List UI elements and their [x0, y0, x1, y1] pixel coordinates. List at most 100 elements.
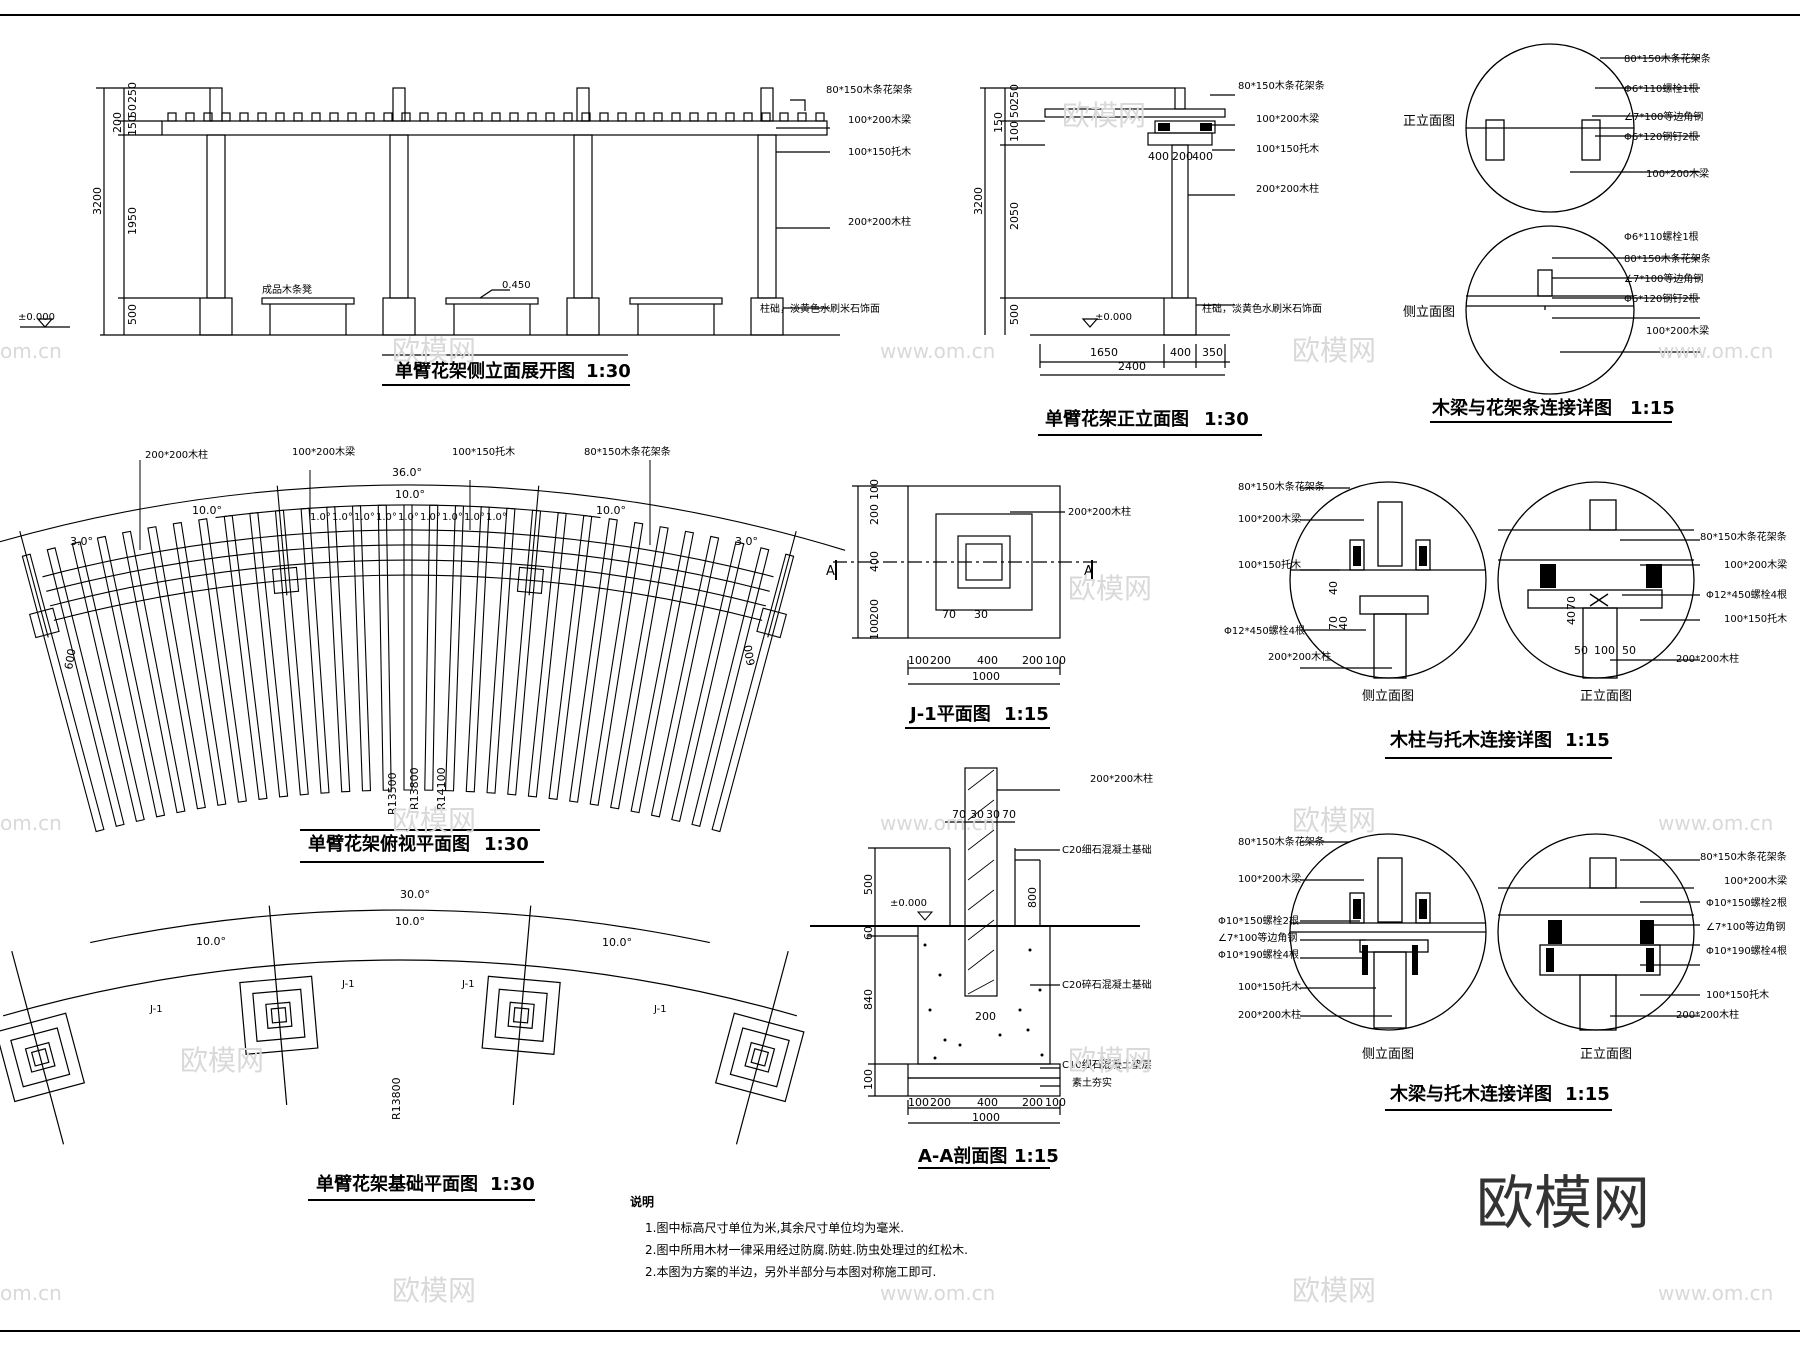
svg-text:欧模网: 欧模网 — [1062, 99, 1146, 132]
svg-text:J-1: J-1 — [149, 1004, 163, 1015]
svg-text:欧模网: 欧模网 — [392, 334, 476, 367]
svg-text:柱础，淡黄色水刷米石饰面: 柱础，淡黄色水刷米石饰面 — [1202, 302, 1322, 315]
foundation-arc — [2, 959, 798, 1017]
svg-text:200: 200 — [930, 1096, 951, 1109]
concrete-aggregate — [998, 1033, 1002, 1037]
svg-text:www.om.cn: www.om.cn — [1658, 339, 1773, 363]
plan-beam-arc — [46, 544, 770, 592]
svg-text:10.0°: 10.0° — [395, 915, 425, 928]
svg-text:∠7*100等边角钢: ∠7*100等边角钢 — [1624, 110, 1703, 123]
svg-text:200*200木柱: 200*200木柱 — [1238, 1008, 1301, 1021]
svg-text:10.0°: 10.0° — [395, 488, 425, 501]
purlin-end — [293, 112, 303, 122]
svg-text:欧模网: 欧模网 — [1068, 572, 1152, 605]
svg-text:正立面图: 正立面图 — [1580, 689, 1632, 704]
purlin-end — [707, 112, 717, 122]
svg-text:70: 70 — [942, 608, 956, 621]
foundation-radial-line — [11, 950, 65, 1145]
svg-text:150: 150 — [126, 115, 139, 136]
plan-radial-line — [276, 485, 288, 596]
svg-text:100*150托木: 100*150托木 — [1238, 980, 1301, 993]
svg-text:Φ12*450螺栓4根: Φ12*450螺栓4根 — [1706, 588, 1787, 601]
svg-text:1650: 1650 — [1090, 346, 1118, 359]
svg-text:50: 50 — [1622, 644, 1636, 657]
plan-purlin — [172, 521, 227, 806]
plan-purlin — [589, 521, 644, 806]
svg-text:400: 400 — [868, 551, 881, 572]
svg-text:840: 840 — [862, 989, 875, 1010]
svg-text:A: A — [826, 564, 835, 579]
title-aa-section: A-A剖面图 — [918, 1145, 1007, 1167]
title-column-bracket-detail: 木柱与托木连接详图 — [1389, 729, 1552, 751]
svg-text:60: 60 — [862, 926, 875, 940]
svg-text:100: 100 — [868, 619, 881, 640]
svg-text:www.om.cn: www.om.cn — [1658, 1281, 1773, 1305]
purlin-end — [491, 112, 501, 122]
notes-heading: 说明 — [630, 1194, 654, 1209]
svg-text:200: 200 — [1172, 150, 1193, 163]
svg-text:200: 200 — [1022, 1096, 1043, 1109]
svg-text:∠7*100等边角钢: ∠7*100等边角钢 — [1218, 931, 1297, 944]
svg-text:250: 250 — [126, 82, 139, 103]
label-column: 200*200木柱 — [848, 215, 911, 228]
plan-purlin — [691, 547, 770, 827]
svg-text:200*200木柱: 200*200木柱 — [1268, 650, 1331, 663]
svg-text:50: 50 — [1574, 644, 1588, 657]
svg-text:1000: 1000 — [972, 670, 1000, 683]
beam-bracket-detail: 80*150木条花架条 100*200木梁 Φ10*150螺栓2根 ∠7*100… — [1218, 833, 1787, 1111]
svg-text:1:30: 1:30 — [1204, 409, 1249, 430]
purlin-end — [545, 112, 555, 122]
svg-text:1:15: 1:15 — [1630, 398, 1675, 419]
svg-text:250: 250 — [1008, 84, 1021, 105]
svg-text:200: 200 — [868, 504, 881, 525]
svg-text:100: 100 — [868, 479, 881, 500]
svg-text:500: 500 — [126, 304, 139, 325]
foundation-arc — [90, 909, 710, 944]
svg-text:欧模网: 欧模网 — [1068, 1044, 1152, 1077]
svg-text:100*150托木: 100*150托木 — [1706, 988, 1769, 1001]
plan-purlin — [377, 504, 392, 791]
svg-text:R13500: R13500 — [386, 772, 399, 815]
svg-text:10.0°: 10.0° — [192, 504, 222, 517]
title-front-elevation: 单臂花架正立面图 — [1045, 408, 1189, 430]
purlin-end — [203, 112, 213, 122]
svg-text:80*150木条花架条: 80*150木条花架条 — [1238, 480, 1325, 493]
plan-radial-line — [767, 530, 797, 638]
svg-text:www.om.cn: www.om.cn — [880, 339, 995, 363]
svg-text:100: 100 — [908, 654, 929, 667]
svg-text:正立面图: 正立面图 — [1580, 1047, 1632, 1062]
svg-text:200: 200 — [1022, 654, 1043, 667]
watermarks: 欧模网 欧模网 欧模网 欧模网 欧模网 欧模网 欧模网 欧模网 欧模网 欧模网 … — [0, 99, 1773, 1307]
plan-purlin — [610, 526, 669, 810]
plan-purlin — [223, 514, 268, 800]
svg-text:2400: 2400 — [1118, 360, 1146, 373]
svg-text:70: 70 — [1327, 616, 1340, 630]
svg-text:R13800: R13800 — [408, 767, 421, 810]
svg-text:50: 50 — [1008, 104, 1021, 118]
svg-text:1.0°: 1.0° — [376, 512, 397, 523]
plan-purlin — [351, 505, 372, 792]
purlin-end — [329, 112, 339, 122]
svg-text:400: 400 — [1192, 150, 1213, 163]
svg-text:100*200木梁: 100*200木梁 — [1724, 874, 1787, 887]
svg-text:欧模网: 欧模网 — [1292, 804, 1376, 837]
plan-purlin — [507, 509, 542, 796]
plan-purlin — [465, 506, 490, 793]
purlin-end — [365, 112, 375, 122]
purlin-end — [221, 112, 231, 122]
purlin-end — [779, 112, 789, 122]
purlin-end — [185, 112, 195, 122]
svg-text:100*200木梁: 100*200木梁 — [1646, 167, 1709, 180]
svg-text:30: 30 — [970, 808, 984, 821]
svg-text:om.cn: om.cn — [0, 811, 62, 835]
svg-text:1:15: 1:15 — [1014, 1146, 1059, 1167]
svg-text:欧模网: 欧模网 — [180, 1044, 264, 1077]
svg-text:100: 100 — [1045, 654, 1066, 667]
purlin-end — [257, 112, 267, 122]
concrete-aggregate — [958, 1043, 962, 1047]
purlin-end — [527, 112, 537, 122]
svg-text:正立面图: 正立面图 — [1403, 114, 1455, 129]
svg-text:∠7*100等边角钢: ∠7*100等边角钢 — [1624, 272, 1703, 285]
purlin-end — [689, 112, 699, 122]
svg-text:80*150木条花架条: 80*150木条花架条 — [1238, 79, 1325, 92]
